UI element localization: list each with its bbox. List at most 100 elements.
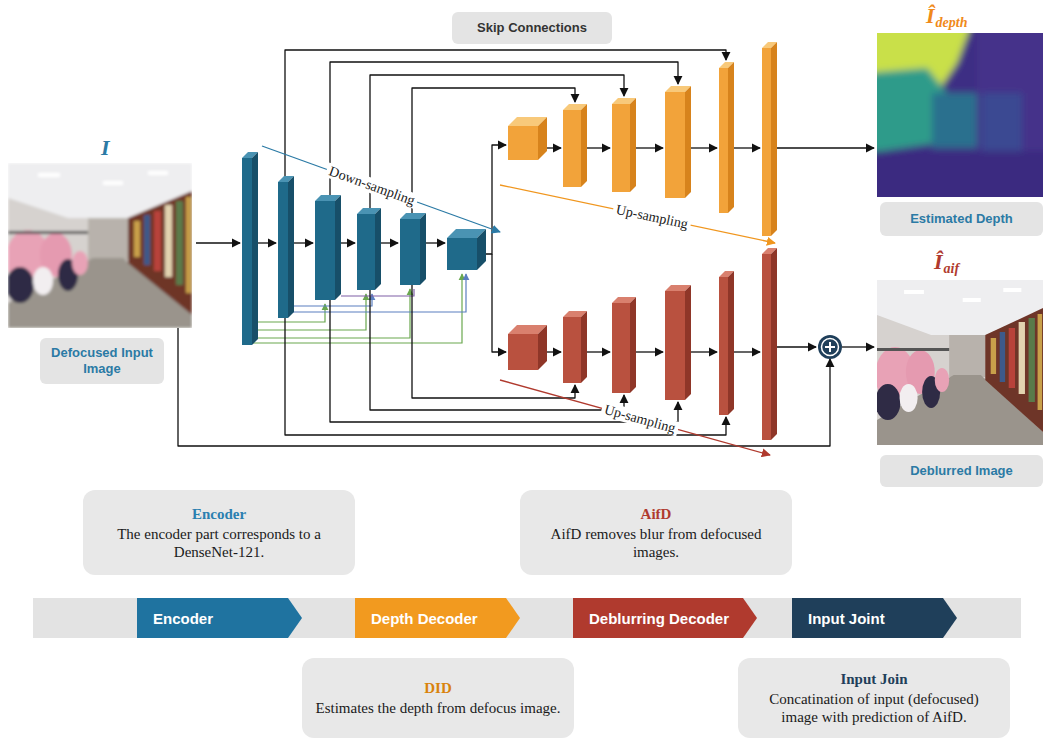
illustration-part bbox=[842, 346, 874, 347]
illustration-part bbox=[691, 351, 717, 352]
illustration-part bbox=[877, 33, 1043, 197]
chevron-fill bbox=[573, 598, 757, 638]
illustration-part bbox=[685, 86, 691, 198]
illustration-part bbox=[581, 104, 587, 187]
illustration-part bbox=[357, 214, 375, 290]
sum-symbol bbox=[818, 335, 842, 359]
illustration-part bbox=[563, 317, 581, 383]
illustration-part bbox=[877, 151, 1043, 197]
illustration-part bbox=[252, 152, 258, 345]
illustration-part bbox=[412, 285, 575, 398]
stage-chevron: Depth Decoder bbox=[355, 598, 520, 638]
math-symbol-label: Î bbox=[934, 250, 943, 274]
caption-box: Skip Connections bbox=[452, 12, 612, 44]
math-symbol-label: aif bbox=[944, 261, 960, 276]
illustration-part bbox=[691, 147, 717, 148]
caption-box: Estimated Depth bbox=[880, 202, 1043, 236]
illustration-part bbox=[636, 351, 663, 352]
illustration-part bbox=[330, 300, 678, 422]
illustration-part bbox=[381, 242, 398, 243]
illustration-part bbox=[822, 339, 839, 356]
stage-chevron: Deblurring Decoder bbox=[573, 598, 757, 638]
flow-arrows bbox=[196, 148, 874, 352]
illustration-part bbox=[288, 176, 294, 318]
illustration-part bbox=[330, 62, 678, 195]
node-title: Skip Connections bbox=[460, 20, 604, 36]
illustration-part bbox=[508, 126, 538, 160]
illustration-part bbox=[258, 242, 276, 243]
stage-chevron: Encoder bbox=[137, 598, 302, 638]
illustration-part bbox=[630, 98, 636, 192]
illustration-part bbox=[477, 229, 486, 270]
illustration-part bbox=[341, 289, 414, 296]
caption-box: Deblurred Image bbox=[880, 455, 1043, 487]
deblurred-photo bbox=[877, 280, 1043, 445]
sampling-label: Down-sampling bbox=[324, 162, 420, 209]
illustration-part bbox=[492, 254, 506, 352]
depth-map-image bbox=[877, 33, 1043, 197]
depth-decoder-blocks bbox=[508, 42, 777, 236]
illustration-part bbox=[777, 346, 816, 347]
illustration-part bbox=[242, 158, 252, 345]
node-title: Deblurred Image bbox=[888, 463, 1035, 479]
illustration-part bbox=[587, 147, 610, 148]
node-title: Encoder bbox=[95, 505, 343, 523]
chevron-fill bbox=[792, 598, 957, 638]
illustration-part bbox=[829, 342, 831, 352]
caption-box: Defocused Input Image bbox=[40, 338, 164, 384]
node-text: Estimates the depth from defocus image. bbox=[314, 699, 562, 717]
illustration-part bbox=[877, 280, 1043, 445]
illustration-part bbox=[420, 213, 426, 285]
illustration-part bbox=[547, 147, 561, 148]
chevron-fill bbox=[137, 598, 302, 638]
callout-box: EncoderThe encoder part corresponds to a… bbox=[83, 490, 355, 575]
illustration-part bbox=[719, 68, 728, 213]
illustration-part bbox=[412, 88, 575, 213]
node-text: Concatination of input (defocused) image… bbox=[750, 690, 998, 726]
illustration-part bbox=[447, 238, 477, 270]
node-title: Depth Decoder bbox=[371, 610, 496, 627]
illustration-part bbox=[728, 62, 734, 213]
node-title: Estimated Depth bbox=[888, 211, 1035, 227]
defocused-input-photo bbox=[8, 163, 192, 328]
illustration-part bbox=[728, 271, 734, 415]
node-text: AifD removes blur from defocused images. bbox=[532, 525, 780, 561]
node-title: Defocused Input Image bbox=[48, 345, 156, 376]
illustration-part bbox=[877, 33, 1043, 197]
illustration-part bbox=[581, 311, 587, 383]
illustration-part bbox=[335, 195, 341, 300]
sampling-label: Up-sampling bbox=[612, 201, 693, 232]
illustration-part bbox=[400, 219, 420, 285]
sampling-label: Up-sampling bbox=[600, 401, 680, 437]
callout-box: AifDAifD removes blur from defocused ima… bbox=[520, 490, 792, 575]
illustration-part bbox=[547, 351, 561, 352]
illustration-part bbox=[636, 147, 663, 148]
illustration-part bbox=[538, 325, 547, 370]
deblurring-decoder-blocks bbox=[508, 248, 777, 440]
node-title: Input Join bbox=[750, 670, 998, 688]
math-symbol-label: depth bbox=[936, 15, 968, 30]
illustration-part bbox=[734, 147, 760, 148]
illustration-part bbox=[426, 242, 445, 243]
illustration-part bbox=[341, 242, 355, 243]
illustration-part bbox=[665, 92, 685, 198]
illustration-part bbox=[665, 291, 685, 400]
illustration-part bbox=[563, 110, 581, 187]
encoder-blocks bbox=[242, 152, 486, 345]
callout-box: Input JoinConcatination of input (defocu… bbox=[738, 658, 1010, 738]
illustration-part bbox=[8, 163, 192, 328]
illustration-part bbox=[8, 163, 192, 328]
stage-chevron: Input Joint bbox=[792, 598, 957, 638]
node-title: Deblurring Decoder bbox=[589, 610, 733, 627]
node-text: The encoder part corresponds to a DenseN… bbox=[95, 525, 343, 561]
illustration-part bbox=[771, 248, 777, 440]
illustration-part bbox=[818, 335, 842, 359]
illustration-part bbox=[294, 242, 313, 243]
node-title: DID bbox=[314, 679, 562, 697]
callout-box: DID Estimates the depth from defocus imag… bbox=[302, 658, 574, 738]
illustration-part bbox=[370, 75, 624, 208]
illustration-part bbox=[196, 242, 240, 243]
illustration-part bbox=[375, 208, 381, 290]
illustration-part bbox=[630, 297, 636, 393]
